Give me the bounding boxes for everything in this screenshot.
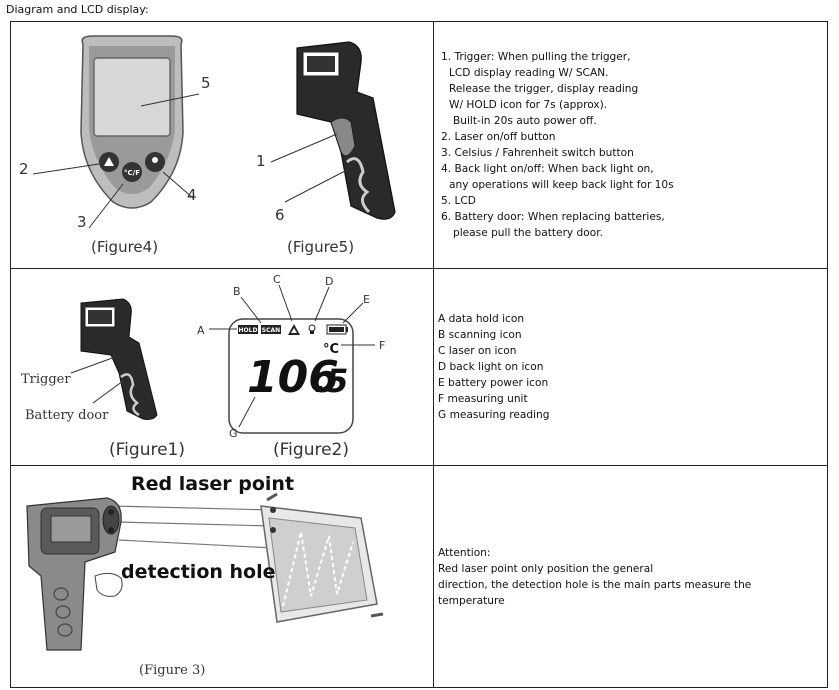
row2-description: A data hold icon B scanning icon C laser…: [434, 311, 827, 423]
callout-lines-fig4: [32, 93, 200, 229]
row2-line: G measuring reading: [438, 409, 550, 421]
red-laser-label: Red laser point: [131, 473, 294, 495]
letter-f: F: [379, 339, 385, 352]
scan-icon: [261, 325, 281, 334]
figure5-caption: (Figure5): [287, 238, 354, 256]
trigger: [330, 117, 356, 157]
row1-line: Built-in 20s auto power off.: [453, 115, 597, 127]
callout-6: 6: [275, 206, 285, 224]
figure-cell-row1: °C/F 5 2 3 4 (Figure4): [10, 21, 434, 269]
trigger-label: Trigger: [21, 372, 71, 387]
letter-b: B: [233, 285, 241, 298]
page-title: Diagram and LCD display:: [6, 3, 149, 16]
row3-line: direction, the detection hole is the mai…: [438, 578, 752, 591]
callout-lines-fig2: [209, 284, 375, 428]
scan-icon-label: SCAN: [262, 327, 280, 334]
letter-d: D: [325, 275, 333, 288]
figure3-caption: (Figure 3): [139, 663, 205, 678]
figures-1-2: Trigger Battery door (Figure1) HOLD SCAN…: [21, 273, 385, 460]
thermometer-side-illustration: [296, 41, 396, 220]
table-row: Trigger Battery door (Figure1) HOLD SCAN…: [10, 268, 828, 466]
description-cell-row1: 1. Trigger: When pulling the trigger, LC…: [433, 21, 828, 269]
row1-line: 2. Laser on/off button: [441, 131, 556, 143]
figure-cell-row3: Red laser point detection hole (Figure 3…: [10, 465, 434, 688]
laser-warning-icon: [104, 157, 114, 166]
row2-line: B scanning icon: [438, 329, 522, 341]
letter-c: C: [273, 273, 281, 286]
row1-line: W/ HOLD icon for 7s (approx).: [449, 99, 608, 111]
hold-icon: [238, 325, 258, 334]
figures-4-5: °C/F 5 2 3 4 (Figure4): [19, 35, 396, 256]
row1-line: 5. LCD: [441, 195, 476, 207]
detection-hole-label: detection hole: [121, 561, 276, 583]
row1-line: please pull the battery door.: [453, 227, 603, 239]
table-row: Red laser point detection hole (Figure 3…: [10, 465, 828, 688]
measuring-reading-decimal: .5: [314, 362, 348, 400]
callout-4: 4: [187, 186, 197, 204]
row2-line: D back light on icon: [438, 361, 544, 373]
figure1-caption: (Figure1): [109, 440, 185, 460]
letter-e: E: [363, 293, 370, 306]
row1-line: any operations will keep back light for …: [449, 179, 674, 191]
letter-a: A: [197, 324, 205, 337]
callout-1: 1: [256, 152, 266, 170]
info-table: °C/F 5 2 3 4 (Figure4): [10, 21, 828, 688]
laser-beams: [110, 505, 274, 549]
backlight-icon: [152, 157, 158, 163]
row3-description: Attention: Red laser point only position…: [434, 545, 827, 609]
callout-5: 5: [201, 74, 211, 92]
table-row: °C/F 5 2 3 4 (Figure4): [10, 21, 828, 269]
figure-3: Red laser point detection hole (Figure 3…: [26, 473, 384, 678]
row2-line: C laser on icon: [438, 345, 517, 357]
row1-line: 4. Back light on/off: When back light on…: [441, 163, 654, 175]
callout-3: 3: [77, 213, 87, 231]
figure2-caption: (Figure2): [273, 440, 349, 460]
thermometer-side-small-illustration: [80, 298, 158, 420]
description-cell-row2: A data hold icon B scanning icon C laser…: [433, 268, 828, 466]
row3-line: Red laser point only position the genera…: [438, 562, 654, 575]
row2-line: A data hold icon: [438, 313, 525, 325]
cf-button-label: °C/F: [124, 169, 140, 177]
measuring-reading: 106: [247, 352, 339, 403]
row1-line: Release the trigger, display reading: [449, 83, 639, 95]
radiator-illustration: [260, 492, 384, 623]
row1-line: 6. Battery door: When replacing batterie…: [441, 211, 665, 223]
row3-line: temperature: [438, 594, 505, 607]
callout-lines-fig5: [270, 133, 348, 203]
row1-description: 1. Trigger: When pulling the trigger, LC…: [434, 49, 827, 241]
thermometer-front-illustration: °C/F: [80, 35, 184, 209]
row3-line: Attention:: [438, 546, 491, 559]
row1-line: 3. Celsius / Fahrenheit switch button: [441, 147, 634, 159]
description-cell-row3: Attention: Red laser point only position…: [433, 465, 828, 688]
row1-line: LCD display reading W/ SCAN.: [449, 67, 609, 79]
callout-2: 2: [19, 160, 29, 178]
lcd-screen: [93, 57, 171, 137]
row2-line: E battery power icon: [438, 377, 549, 389]
callout-lines-fig1: [70, 356, 124, 404]
figure-cell-row2: Trigger Battery door (Figure1) HOLD SCAN…: [10, 268, 434, 466]
hand-illustration: [94, 572, 123, 597]
letter-g: G: [229, 427, 238, 440]
figure4-caption: (Figure4): [91, 238, 158, 256]
row1-line: 1. Trigger: When pulling the trigger,: [441, 51, 631, 63]
battery-door-label: Battery door: [25, 408, 109, 423]
measuring-unit: °C: [323, 342, 339, 357]
hold-icon-label: HOLD: [239, 327, 258, 334]
thermometer-aiming-illustration: [26, 497, 123, 651]
row2-line: F measuring unit: [438, 393, 528, 405]
